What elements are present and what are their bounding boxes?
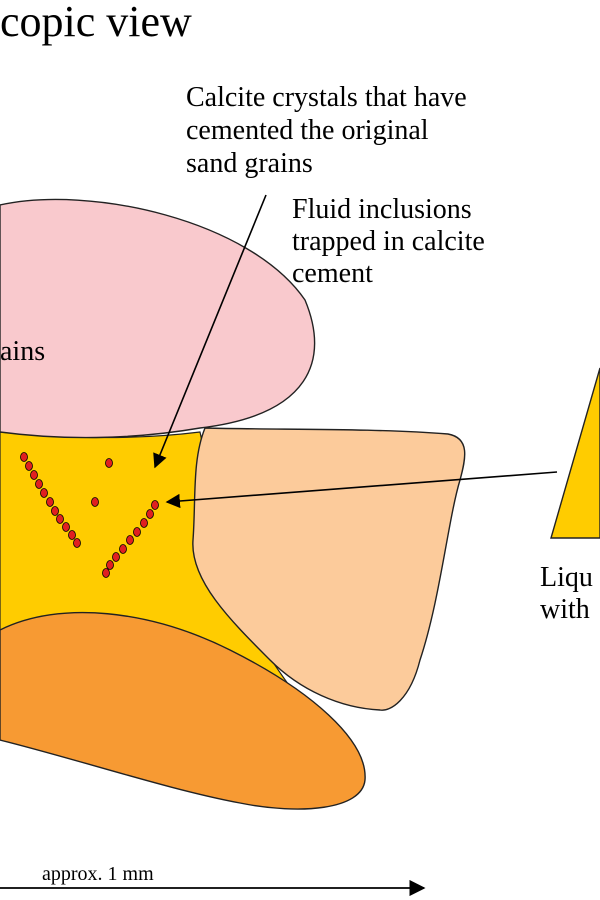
inclusion-dot [151,500,159,510]
liquid-partial-label: Liqu with [540,562,600,625]
inclusion-dot [91,497,99,507]
inclusion-dot [56,514,64,524]
inclusion-dot [73,538,81,548]
fluid-inclusion-arrow [165,471,558,509]
calcite-crystal-triangle [550,367,600,539]
inclusion-dot [46,497,54,507]
inclusion-dot [146,509,154,519]
inclusion-dot [30,470,38,480]
scale-bar-label: approx. 1 mm [42,863,154,885]
inclusion-dot [105,458,113,468]
fluid-inclusion-dots [20,452,159,578]
scale-bar: approx. 1 mm [0,863,426,897]
inclusion-dot [106,560,114,570]
calcite-arrow [153,194,267,469]
peach-sand-grain [192,427,466,711]
inclusion-dot [119,544,127,554]
inclusion-dot [133,527,141,537]
inclusion-dot [68,530,76,540]
inclusion-dot [40,488,48,498]
calcite-crystals-label: Calcite crystals that have cemented the … [186,82,474,179]
sand-grains-partial-label: ains [0,336,45,367]
inclusion-dot [126,535,134,545]
inclusion-dot [112,552,120,562]
inclusion-dot [102,568,110,578]
page-title: copic view [0,0,192,46]
fluid-inclusions-label: Fluid inclusions trapped in calcite ceme… [292,194,492,289]
inclusion-dot [51,506,59,516]
inclusion-dot [35,479,43,489]
inclusion-dot [140,518,148,528]
inclusion-dot [25,461,33,471]
orange-sand-grain [0,611,366,810]
pink-sand-grain [0,198,316,439]
inclusion-dot [62,522,70,532]
inclusion-dot [20,452,28,462]
